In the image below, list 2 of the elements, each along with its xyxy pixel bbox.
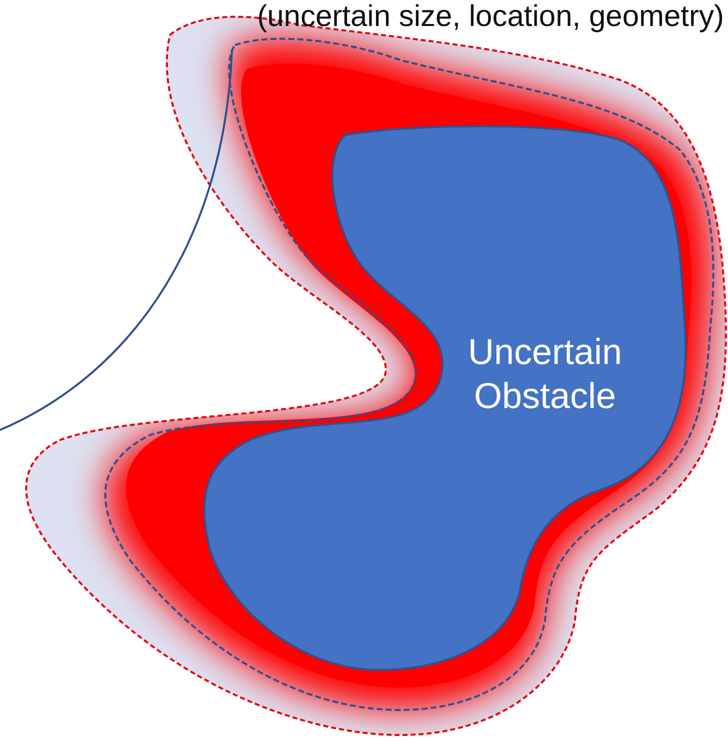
caption-text: (uncertain size, location, geometry) bbox=[257, 0, 724, 34]
obstacle-label: Uncertain Obstacle bbox=[466, 330, 624, 418]
